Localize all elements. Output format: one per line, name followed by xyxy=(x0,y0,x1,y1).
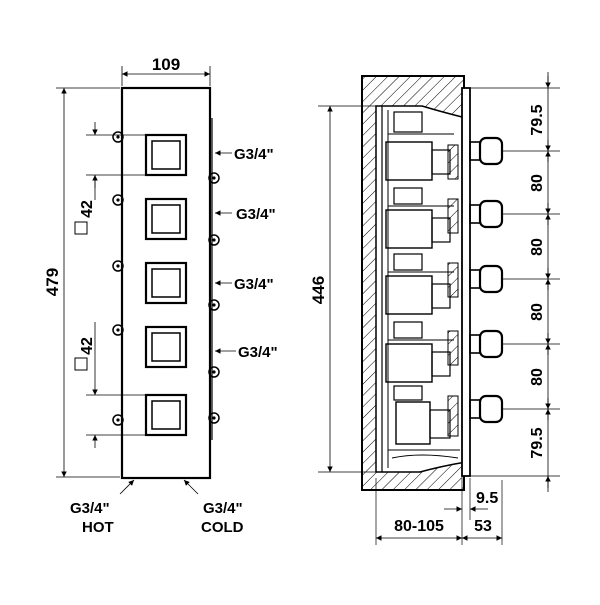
spacing-label: 79.5 xyxy=(529,104,546,135)
mounting-lug xyxy=(112,194,124,206)
side-knob xyxy=(469,199,504,229)
front-cover-plate xyxy=(461,87,471,477)
mounting-lug xyxy=(208,234,220,246)
mounting-lug xyxy=(112,131,124,143)
depth-label: 80-105 xyxy=(394,518,444,535)
mounting-lug xyxy=(112,260,124,272)
side-knob xyxy=(469,394,504,424)
outlet-thread-label: G3/4" xyxy=(234,146,274,163)
outlet-thread-label: G3/4" xyxy=(238,344,278,361)
mounting-lug xyxy=(112,324,124,336)
spacing-label: 79.5 xyxy=(529,427,546,458)
hot-inlet-thread-label: G3/4" xyxy=(70,500,110,517)
side-knob xyxy=(469,264,504,294)
projection-label: 9.5 xyxy=(476,490,498,507)
valve-knob xyxy=(144,325,188,369)
valve-body xyxy=(388,385,460,459)
side-knob xyxy=(469,136,504,166)
mounting-lug xyxy=(112,414,124,426)
cold-inlet-thread-label: G3/4" xyxy=(203,500,243,517)
spacing-label: 80 xyxy=(529,303,546,321)
mounting-lug xyxy=(208,299,220,311)
mounting-lug xyxy=(208,172,220,184)
valve-body xyxy=(385,111,454,181)
outlet-length-label: 53 xyxy=(474,518,492,535)
square-symbol xyxy=(74,221,88,235)
spindle xyxy=(447,262,459,298)
valve-knob xyxy=(144,133,188,177)
side-view: 446 79.5 80 80 80 80 79.5 9.5 xyxy=(309,72,560,545)
side-knob xyxy=(469,329,504,359)
square-dim-label-lower: 42 xyxy=(79,337,96,355)
front-view: 109 479 42 xyxy=(43,55,278,536)
mounting-lug xyxy=(208,412,220,424)
front-height-label: 479 xyxy=(43,268,62,296)
front-plate xyxy=(120,86,212,480)
valve-knob xyxy=(144,261,188,305)
outlet-thread-label: G3/4" xyxy=(236,206,276,223)
front-width-label: 109 xyxy=(152,55,180,74)
spindle xyxy=(447,330,459,366)
square-dim-label-upper: 42 xyxy=(79,200,96,218)
spacing-label: 80 xyxy=(529,368,546,386)
valve-body xyxy=(385,187,454,249)
hot-inlet-name-label: HOT xyxy=(82,519,114,536)
outlet-thread-label: G3/4" xyxy=(234,276,274,293)
side-height-label: 446 xyxy=(309,276,328,304)
cold-inlet-name-label: COLD xyxy=(201,519,244,536)
spindle xyxy=(447,144,459,180)
mounting-lug xyxy=(208,366,220,378)
spacing-label: 80 xyxy=(529,238,546,256)
square-symbol xyxy=(74,357,88,371)
valve-knob xyxy=(144,393,188,437)
spacing-label: 80 xyxy=(529,174,546,192)
valve-knob xyxy=(144,197,188,241)
spindle xyxy=(447,395,459,437)
spindle xyxy=(447,198,459,234)
